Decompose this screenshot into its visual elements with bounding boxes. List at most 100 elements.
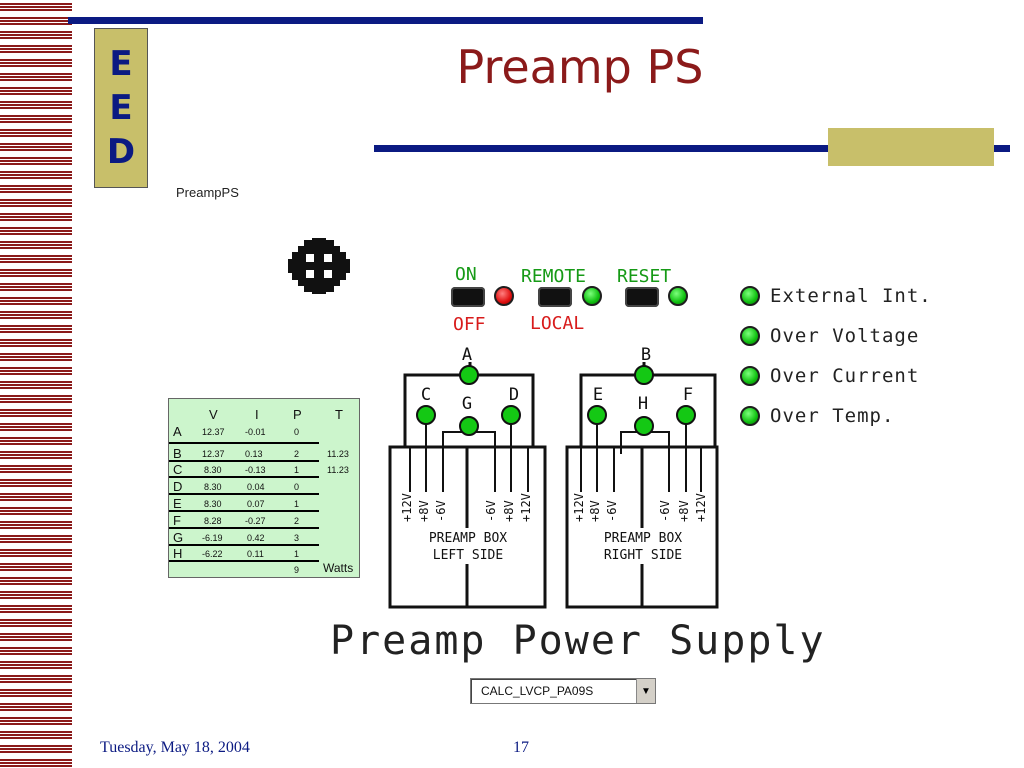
- row-v: -6.19: [202, 533, 223, 543]
- row-i: -0.13: [245, 465, 266, 475]
- power-table: V I P T A 12.37 -0.01 0 B 12.37 0.13 2 1…: [168, 398, 360, 578]
- row-p: 0: [294, 482, 300, 492]
- header-p: P: [293, 407, 302, 422]
- row-p: 2: [294, 449, 300, 459]
- row-divider: [169, 544, 319, 546]
- remote-local-toggle[interactable]: [538, 287, 572, 307]
- row-i: 0.11: [247, 549, 264, 559]
- node-label: F: [683, 385, 693, 405]
- total-watts: 9: [294, 565, 300, 575]
- led-node-g: [459, 416, 479, 436]
- status-led: [740, 366, 760, 386]
- preamp-box-diagram: A C G D B E H F +12V +8V -6V -6V +8V +12…: [388, 345, 719, 609]
- status-over-voltage: Over Voltage: [740, 325, 919, 347]
- row-name: D: [173, 479, 183, 494]
- logo-letter: E: [109, 44, 133, 84]
- remote-label: REMOTE: [521, 266, 587, 287]
- status-label: Over Current: [770, 365, 920, 387]
- led-node-e: [587, 405, 607, 425]
- led-node-c: [416, 405, 436, 425]
- node-label: H: [638, 394, 648, 414]
- row-i: 0.13: [245, 449, 263, 459]
- row-t: 11.23: [327, 449, 349, 459]
- top-blue-bar: [68, 17, 703, 24]
- row-divider: [169, 510, 319, 512]
- row-v: -6.22: [202, 549, 223, 559]
- status-external-int: External Int.: [740, 285, 932, 307]
- led-node-b: [634, 365, 654, 385]
- row-v: 8.30: [204, 465, 222, 475]
- led-node-f: [676, 405, 696, 425]
- rail-label: +8V: [417, 500, 431, 522]
- rail-label: +12V: [572, 493, 586, 522]
- rail-label: -6V: [434, 500, 448, 522]
- mid-blue-bar: [374, 145, 1010, 152]
- channel-select[interactable]: CALC_LVCP_PA09S ▼: [470, 678, 656, 704]
- decorative-left-border: [0, 0, 72, 768]
- chevron-down-icon[interactable]: ▼: [636, 679, 655, 703]
- select-value: CALC_LVCP_PA09S: [481, 684, 594, 698]
- window-label: PreampPS: [176, 185, 239, 200]
- row-i: -0.01: [245, 427, 266, 437]
- header-t: T: [335, 407, 343, 422]
- logo-letter: E: [109, 88, 133, 128]
- status-led: [740, 406, 760, 426]
- row-v: 8.28: [204, 516, 222, 526]
- reset-label: RESET: [617, 266, 672, 287]
- header-i: I: [255, 407, 259, 422]
- led-node-a: [459, 365, 479, 385]
- rail-label: +8V: [677, 500, 691, 522]
- status-label: External Int.: [770, 285, 932, 307]
- box-caption-right-1: PREAMP BOX: [604, 531, 682, 546]
- rail-label: -6V: [484, 500, 498, 522]
- total-unit: Watts: [323, 561, 354, 575]
- row-v: 8.30: [204, 499, 222, 509]
- table-row: E 8.30 0.07 1: [169, 495, 319, 512]
- on-off-toggle[interactable]: [451, 287, 485, 307]
- node-label: C: [421, 385, 431, 405]
- rail-label: +12V: [519, 493, 533, 522]
- node-label: D: [509, 385, 519, 405]
- row-name: A: [173, 424, 182, 439]
- row-divider: [169, 442, 319, 444]
- slide-title: Preamp PS: [456, 40, 704, 94]
- row-t: 11.23: [327, 465, 349, 475]
- row-i: 0.04: [247, 482, 265, 492]
- row-name: H: [173, 546, 183, 561]
- reset-status-led: [668, 286, 688, 306]
- reset-toggle[interactable]: [625, 287, 659, 307]
- on-label: ON: [455, 264, 477, 285]
- rail-label: +12V: [400, 493, 414, 522]
- footer-date: Tuesday, May 18, 2004: [100, 739, 250, 756]
- rail-label: -6V: [658, 500, 672, 522]
- local-label: LOCAL: [530, 313, 585, 334]
- page-number: 17: [513, 739, 529, 756]
- row-p: 0: [294, 427, 300, 437]
- row-p: 3: [294, 533, 300, 543]
- row-i: 0.07: [247, 499, 265, 509]
- led-node-h: [634, 416, 654, 436]
- status-label: Over Temp.: [770, 405, 895, 427]
- row-v: 8.30: [204, 482, 222, 492]
- row-name: E: [173, 496, 182, 511]
- eed-logo: E E D: [94, 28, 148, 188]
- row-divider: [169, 493, 319, 495]
- node-label: E: [593, 385, 603, 405]
- main-title: Preamp Power Supply: [330, 618, 826, 664]
- box-caption-left-1: PREAMP BOX: [429, 531, 507, 546]
- row-name: G: [173, 530, 184, 545]
- node-label: B: [641, 345, 651, 365]
- table-row: G -6.19 0.42 3: [169, 529, 319, 546]
- status-over-current: Over Current: [740, 365, 919, 387]
- table-row: H -6.22 0.11 1: [169, 545, 319, 562]
- table-row: A 12.37 -0.01 0: [169, 423, 319, 444]
- row-v: 12.37: [202, 449, 225, 459]
- status-led: [740, 326, 760, 346]
- status-label: Over Voltage: [770, 325, 920, 347]
- row-i: 0.42: [247, 533, 265, 543]
- led-node-d: [501, 405, 521, 425]
- box-caption-right-2: RIGHT SIDE: [604, 548, 682, 563]
- row-p: 1: [294, 499, 300, 509]
- row-divider: [169, 476, 319, 478]
- rail-label: +12V: [694, 493, 708, 522]
